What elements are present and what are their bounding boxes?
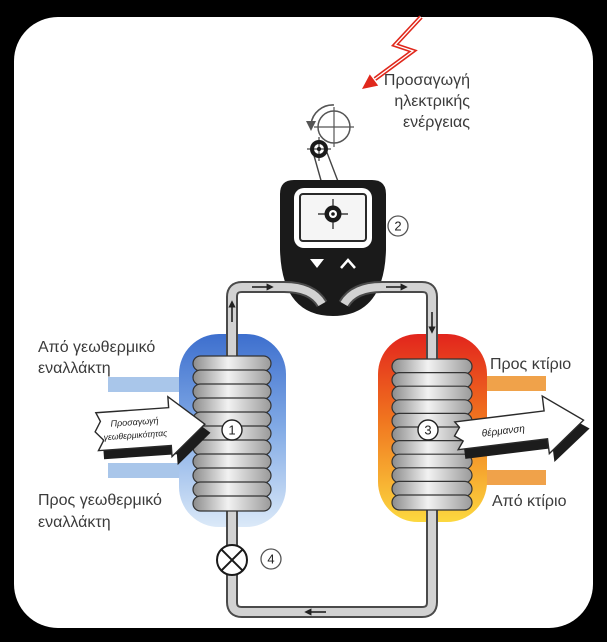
compressor-shaft-hub bbox=[331, 212, 335, 216]
ground-inlet-label-line-1: Από γεωθερμικό bbox=[38, 339, 155, 356]
condenser-number-badge: 3 bbox=[417, 419, 439, 441]
coil-loop bbox=[391, 480, 473, 497]
heat-input-arrow-body bbox=[94, 395, 206, 459]
condenser-number: 3 bbox=[424, 423, 431, 438]
coil-loop bbox=[192, 355, 272, 372]
diagram-panel bbox=[14, 17, 593, 628]
compressor bbox=[280, 180, 386, 316]
coil-loop bbox=[391, 372, 473, 389]
coil-loop bbox=[391, 385, 473, 402]
compressor-number-badge: 2 bbox=[387, 215, 409, 237]
coil-loop bbox=[192, 369, 272, 386]
ground-inlet-pipe bbox=[108, 377, 188, 392]
condenser-number-circle bbox=[417, 419, 439, 441]
suction-down-marker bbox=[310, 259, 324, 268]
drive-belt-right bbox=[325, 149, 340, 185]
heat-input-label-line-2: γεωθερμικότητας bbox=[103, 428, 168, 442]
coil-loop bbox=[192, 453, 272, 470]
coil-loop bbox=[391, 399, 473, 416]
coil-loop bbox=[192, 383, 272, 400]
evaporator-number: 1 bbox=[228, 423, 235, 438]
discharge-up-marker bbox=[340, 258, 356, 269]
power-input-label-line-3: ενέργειας bbox=[403, 114, 470, 131]
heating-output-arrow-body bbox=[453, 394, 585, 456]
ground-outlet-label-line-2: εναλλάκτη bbox=[38, 514, 111, 531]
lightning-bolt-highlight bbox=[374, 16, 422, 80]
compressor-outlet-curve bbox=[340, 283, 383, 307]
condenser-coil bbox=[391, 358, 473, 511]
refrigerant-pipe bbox=[228, 283, 436, 616]
evaporator-number-circle bbox=[221, 419, 243, 441]
coil-loop bbox=[192, 467, 272, 484]
coil-loop bbox=[192, 397, 272, 414]
lightning-bolt-arrowhead bbox=[362, 74, 379, 89]
building-outlet-label: Προς κτίριο bbox=[490, 356, 571, 373]
motor-icon bbox=[306, 104, 354, 185]
coil-loop bbox=[391, 467, 473, 484]
expansion-valve-number: 4 bbox=[267, 552, 274, 567]
expansion-valve-number-circle bbox=[260, 548, 282, 570]
heating-label: θέρμανση bbox=[481, 422, 526, 439]
ground-outlet-label-line-1: Προς γεωθερμικό bbox=[38, 492, 162, 509]
expansion-valve-number-badge: 4 bbox=[260, 548, 282, 570]
expansion-valve-cross-b bbox=[220, 548, 244, 572]
ground-outlet-pipe bbox=[108, 463, 188, 478]
building-inlet-label: Από κτίριο bbox=[492, 493, 567, 510]
compressor-number: 2 bbox=[394, 219, 401, 234]
heating-output-arrow: θέρμανση bbox=[453, 394, 590, 463]
heat-input-label-line-1: Προσαγωγή bbox=[110, 415, 159, 428]
power-input-label-line-1: Προσαγωγή bbox=[384, 72, 470, 89]
building-inlet-pipe bbox=[480, 470, 546, 485]
lightning-bolt-icon bbox=[362, 15, 423, 89]
coil-loop bbox=[192, 439, 272, 456]
coil-loop bbox=[391, 358, 473, 375]
coil-loop bbox=[391, 494, 473, 511]
power-input-label-line-2: ηλεκτρικής bbox=[394, 93, 470, 110]
coil-loop bbox=[391, 453, 473, 470]
compressor-number-circle bbox=[387, 215, 409, 237]
expansion-valve-icon bbox=[216, 544, 248, 576]
compressor-inlet-curve bbox=[283, 283, 326, 307]
building-outlet-pipe bbox=[480, 376, 546, 391]
evaporator-number-badge: 1 bbox=[221, 419, 243, 441]
heat-input-arrow: Προσαγωγή γεωθερμικότητας bbox=[94, 395, 211, 466]
coil-loop bbox=[192, 481, 272, 498]
ground-inlet-label-line-2: εναλλάκτη bbox=[38, 360, 111, 377]
coil-loop bbox=[192, 495, 272, 512]
rotation-arrowhead bbox=[306, 121, 316, 131]
drive-belt-left bbox=[312, 151, 323, 185]
